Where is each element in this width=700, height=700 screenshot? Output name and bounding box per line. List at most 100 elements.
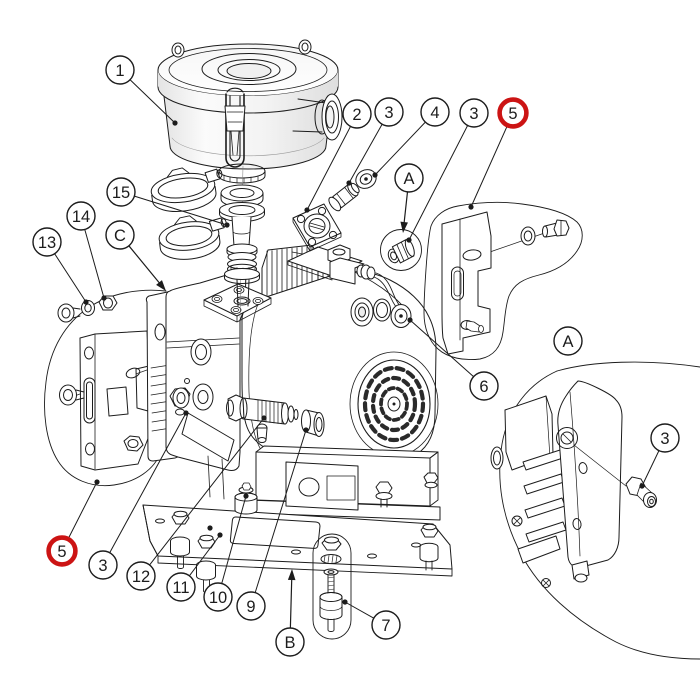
screw-13-shape xyxy=(57,303,75,323)
hose-clamp-upper-shape xyxy=(157,177,209,199)
balloon-label: 5 xyxy=(57,543,66,561)
filter-clip-left-shape xyxy=(174,45,182,55)
hex-standoff-shape xyxy=(332,248,346,256)
balloon-label: 4 xyxy=(430,104,439,122)
balloon-label: 13 xyxy=(38,234,56,252)
plate-stud-1-shape xyxy=(177,555,184,569)
rear-ports-6-shape xyxy=(354,302,370,322)
leader-arrowhead-A xyxy=(400,221,408,233)
detail-view-a-shape xyxy=(578,462,588,474)
leader-line-2 xyxy=(306,125,352,211)
callout-3-4: 3 xyxy=(459,98,489,128)
foot-bolt-right-shape xyxy=(423,472,439,484)
base-plate-shape xyxy=(367,553,377,559)
balloon-label: 1 xyxy=(115,62,124,80)
leader-dot-6 xyxy=(407,317,413,323)
filter-latch-shape xyxy=(224,105,246,132)
vibration-mount-7-shape xyxy=(323,568,339,576)
solenoid-block xyxy=(329,257,376,285)
air-filter-shape xyxy=(169,145,327,170)
detail-view-a-shape xyxy=(524,497,566,519)
pump-top-details-shape-shape xyxy=(252,297,264,305)
gusset-wedge-shape xyxy=(181,412,235,462)
callout-A-6: A xyxy=(394,163,424,193)
balloon-label: 3 xyxy=(469,105,478,123)
air-filter-shape xyxy=(168,48,328,92)
hose-clamp-lower-shape xyxy=(158,221,220,251)
balloon-circle xyxy=(650,423,680,453)
balloon-circle xyxy=(371,610,401,640)
plate-stud-2-shape xyxy=(199,534,214,542)
callout-10-18: 10 xyxy=(203,582,233,612)
leader-line-13 xyxy=(54,253,87,303)
fitting-3-upper xyxy=(328,182,360,212)
leader-dot-14 xyxy=(101,295,107,301)
flange-2-shape xyxy=(308,218,326,234)
detail-view-a-shape xyxy=(574,573,588,583)
plate-stud-1-shape xyxy=(173,510,188,518)
detail-view-a-shape xyxy=(545,395,551,459)
filter-clip-right-shape xyxy=(301,42,309,52)
detail-view-a-shape xyxy=(569,391,581,557)
flange-2 xyxy=(292,203,342,252)
cap-9 xyxy=(301,409,325,437)
mount-nut-shape xyxy=(324,536,339,544)
screw-13-shape xyxy=(61,307,71,319)
balloon-label: 5 xyxy=(508,105,517,123)
balloon-label: 12 xyxy=(132,568,150,586)
filter-clip-left xyxy=(171,42,185,58)
fitting-a xyxy=(380,229,422,271)
leader-dot-3 xyxy=(346,180,352,186)
bracket-right xyxy=(441,211,492,355)
inlet-adapter-15-shape xyxy=(219,202,265,218)
leader-dot-1 xyxy=(172,120,178,126)
bracket-left-bolt-shape xyxy=(75,389,85,401)
filter-clip-left-shape xyxy=(171,42,185,58)
vibration-mount-7-shape xyxy=(323,555,338,563)
hose-clamp-lower-shape xyxy=(174,215,197,226)
left-bracket-detail-shape xyxy=(83,377,96,424)
muffler-12 xyxy=(226,394,299,425)
standoff-screw-10-shape xyxy=(207,455,225,500)
inlet-adapter-15-shape xyxy=(224,268,260,280)
muffler-12-shape xyxy=(293,409,299,420)
foot-bolt-shape xyxy=(375,492,393,500)
plate-stud-1 xyxy=(170,510,190,569)
valve-3 xyxy=(169,383,214,416)
leader-line-9 xyxy=(254,429,307,594)
muffler-12-shape xyxy=(257,399,283,425)
inlet-adapter-15-shape xyxy=(247,279,250,307)
balloon-label: 14 xyxy=(72,208,90,226)
filter-latch-shape xyxy=(229,95,241,162)
fitting-3-detail-shape xyxy=(647,496,656,507)
leader-dot-12 xyxy=(261,415,267,421)
callout-3-15: 3 xyxy=(88,550,118,580)
leader-dot-4 xyxy=(372,172,378,178)
pump-body-shape xyxy=(154,323,166,341)
leader-arrow-line-B xyxy=(289,579,293,629)
vibration-mount-7-shape xyxy=(327,618,335,632)
leader-dot-10 xyxy=(243,493,249,499)
washer-right-shape xyxy=(520,226,536,246)
inlet-adapter-15-shape xyxy=(224,273,260,284)
inlet-adapter-15-shape xyxy=(232,217,251,246)
vibration-mount-7-shape xyxy=(319,592,343,620)
leader-dot-3 xyxy=(406,237,412,243)
detail-view-a xyxy=(490,361,700,660)
flange-2-shape xyxy=(292,217,342,252)
rear-ports-6-shape xyxy=(376,302,388,318)
inlet-adapter-15-shape xyxy=(232,231,251,235)
screw-13 xyxy=(57,303,81,323)
left-bracket-detail-shape xyxy=(86,381,93,420)
balloon-label: 7 xyxy=(381,617,390,635)
mount-nut xyxy=(321,536,342,551)
filter-latch-shape xyxy=(226,111,244,156)
filter-gasket-shape xyxy=(223,174,259,184)
balloon-circle xyxy=(459,98,489,128)
air-filter-shape xyxy=(162,87,171,147)
leader-arrowhead-B xyxy=(287,569,296,581)
detail-boundary-right xyxy=(423,201,583,360)
leader-dot-13 xyxy=(83,299,89,305)
filter-clip-right-shape xyxy=(298,39,312,55)
